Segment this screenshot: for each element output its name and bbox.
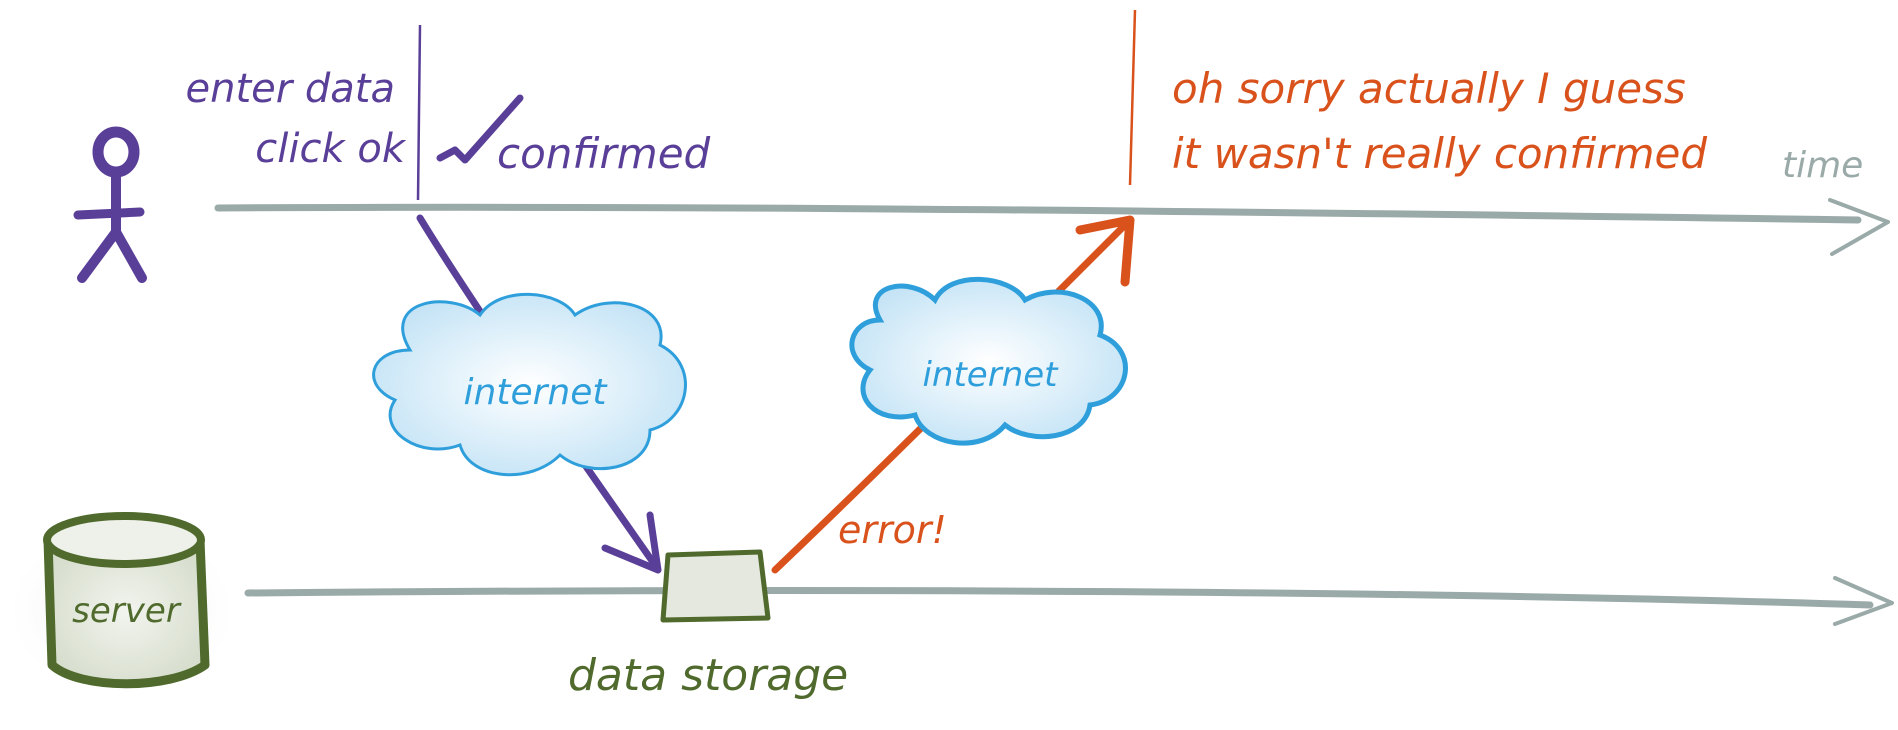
apology-line-2: it wasn't really confirmed bbox=[1172, 129, 1707, 178]
enter-data-text: enter data bbox=[185, 66, 395, 112]
data-storage-box bbox=[660, 549, 771, 623]
server-label: server bbox=[72, 591, 182, 631]
server-timeline-arrowhead bbox=[1833, 576, 1894, 626]
internet-label-left: internet bbox=[464, 372, 609, 413]
internet-cloud-right: internet bbox=[849, 276, 1128, 446]
checkmark-icon bbox=[436, 94, 524, 164]
user-timeline-arrowhead bbox=[1828, 198, 1890, 256]
error-divider bbox=[1128, 9, 1137, 186]
server-timeline bbox=[244, 576, 1894, 626]
internet-cloud-left: internet bbox=[372, 292, 687, 477]
internet-label-right: internet bbox=[922, 355, 1059, 395]
user-figure-icon bbox=[73, 126, 147, 283]
error-label: error! bbox=[838, 508, 947, 552]
user-timeline bbox=[214, 198, 1890, 256]
confirm-divider bbox=[416, 24, 422, 201]
confirmed-text: confirmed bbox=[497, 129, 711, 178]
apology-line-1: oh sorry actually I guess bbox=[1172, 64, 1686, 113]
server-icon: server bbox=[2, 512, 242, 700]
data-storage-label: data storage bbox=[568, 650, 848, 701]
time-label: time bbox=[1782, 145, 1863, 186]
click-ok-text: click ok bbox=[255, 126, 407, 172]
